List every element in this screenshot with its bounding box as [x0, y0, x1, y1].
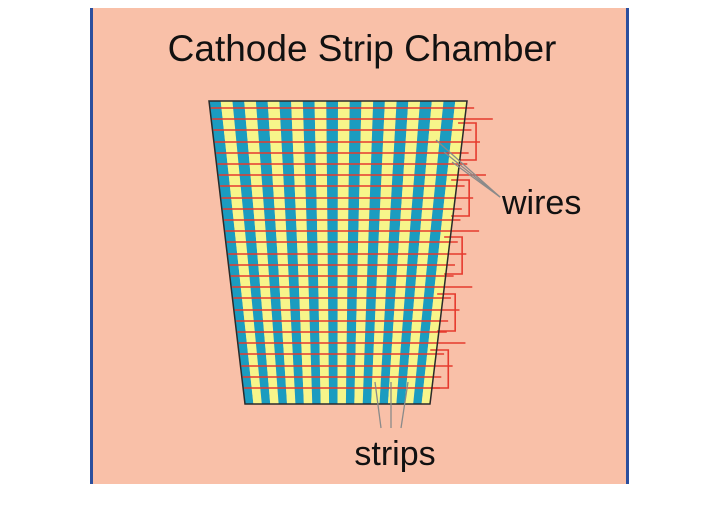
cathode-strips	[209, 101, 467, 404]
cathode-strip	[379, 101, 409, 404]
strips-pointer-line	[400, 381, 409, 429]
cathode-strip	[232, 101, 271, 404]
cathode-strip	[413, 101, 456, 404]
cathode-strip	[291, 101, 313, 404]
cathode-strip	[404, 101, 444, 404]
wire-connector	[451, 179, 470, 217]
wire-connector	[444, 236, 463, 275]
cathode-strip	[421, 101, 467, 404]
cathode-strip	[354, 101, 374, 404]
strips-label: strips	[354, 435, 435, 473]
wire-connector	[458, 122, 477, 161]
cathode-strip	[387, 101, 421, 404]
wires-pointer-lines	[435, 139, 501, 198]
cathode-strip	[279, 101, 304, 404]
wires-pointer-line	[451, 161, 501, 198]
cathode-strip	[314, 101, 330, 404]
strips-pointer-line	[374, 381, 382, 429]
cathode-strip	[345, 101, 362, 404]
cathode-strip	[244, 101, 279, 404]
cathode-strip	[220, 101, 262, 404]
chamber-outline	[208, 100, 468, 405]
cathode-strip	[371, 101, 397, 404]
strips-pointer-lines	[374, 381, 409, 429]
cathode-strip	[302, 101, 321, 404]
wire-connector	[430, 349, 450, 389]
cathode-strip	[337, 101, 350, 404]
cathode-strip	[267, 101, 296, 404]
cathode-strip	[362, 101, 385, 404]
cathode-strip	[255, 101, 288, 404]
wire-connector	[437, 293, 456, 332]
wires-pointer-line	[435, 139, 501, 198]
anode-wires	[210, 107, 493, 389]
diagram-title: Cathode Strip Chamber	[168, 28, 557, 69]
cathode-strip	[396, 101, 432, 404]
cathode-strip	[209, 101, 254, 404]
cathode-strip	[326, 101, 338, 404]
wires-label: wires	[501, 184, 581, 222]
